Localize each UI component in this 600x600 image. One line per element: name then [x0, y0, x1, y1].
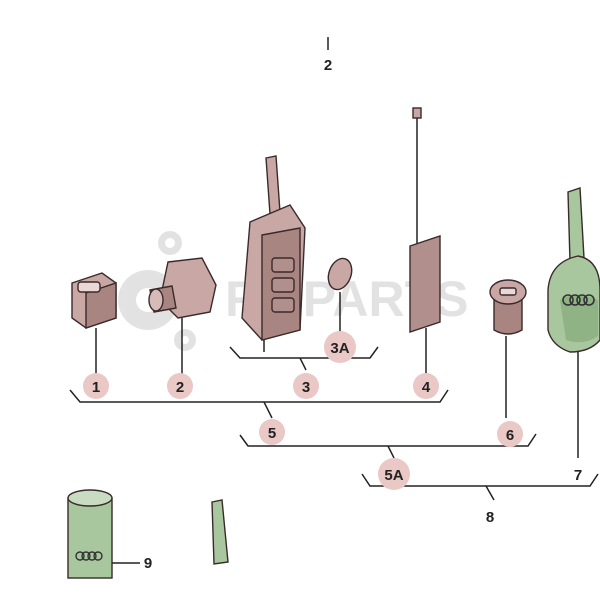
header-label: 2 [324, 57, 332, 74]
bracket-8 [361, 473, 599, 501]
part-1-lock-cylinder [71, 272, 117, 378]
callout-8: 8 [486, 509, 494, 526]
part-3a-battery [327, 257, 353, 332]
rings-logo-icon [75, 551, 103, 561]
callout-9: 9 [144, 555, 152, 572]
callout-9-label: 9 [144, 555, 152, 572]
callout-7-label: 7 [574, 467, 582, 484]
callout-3-label: 3 [302, 379, 310, 396]
callout-1: 1 [83, 373, 109, 399]
part-3-flip-key [241, 155, 306, 352]
callout-6-label: 6 [506, 427, 514, 444]
key-blade-partial [211, 499, 229, 565]
callout-3a: 3A [324, 331, 356, 363]
callout-3: 3 [293, 373, 319, 399]
bracket-5 [69, 389, 449, 419]
callout-6: 6 [497, 421, 523, 447]
callout-3a-label: 3A [330, 340, 349, 357]
part-4-antenna-card [409, 107, 441, 378]
callout-5: 5 [259, 419, 285, 445]
part-2-ignition-housing [148, 257, 217, 378]
callout-2-label: 2 [176, 379, 184, 396]
bracket-3 [229, 346, 379, 371]
callout-5a: 5A [378, 458, 410, 490]
callout-4-label: 4 [422, 379, 431, 396]
callout-1-label: 1 [92, 379, 100, 396]
callout-2: 2 [167, 373, 193, 399]
part-6-lock-cylinder [489, 279, 527, 418]
part-7-remote-key [547, 187, 600, 458]
callout-5a-label: 5A [384, 467, 403, 484]
part-9-canister [67, 489, 140, 579]
callout-4: 4 [413, 373, 439, 399]
callout-5-label: 5 [268, 425, 276, 442]
callout-7: 7 [574, 467, 582, 484]
bracket-5a [239, 433, 537, 459]
callout-8-label: 8 [486, 509, 494, 526]
rings-logo-icon [562, 294, 595, 306]
